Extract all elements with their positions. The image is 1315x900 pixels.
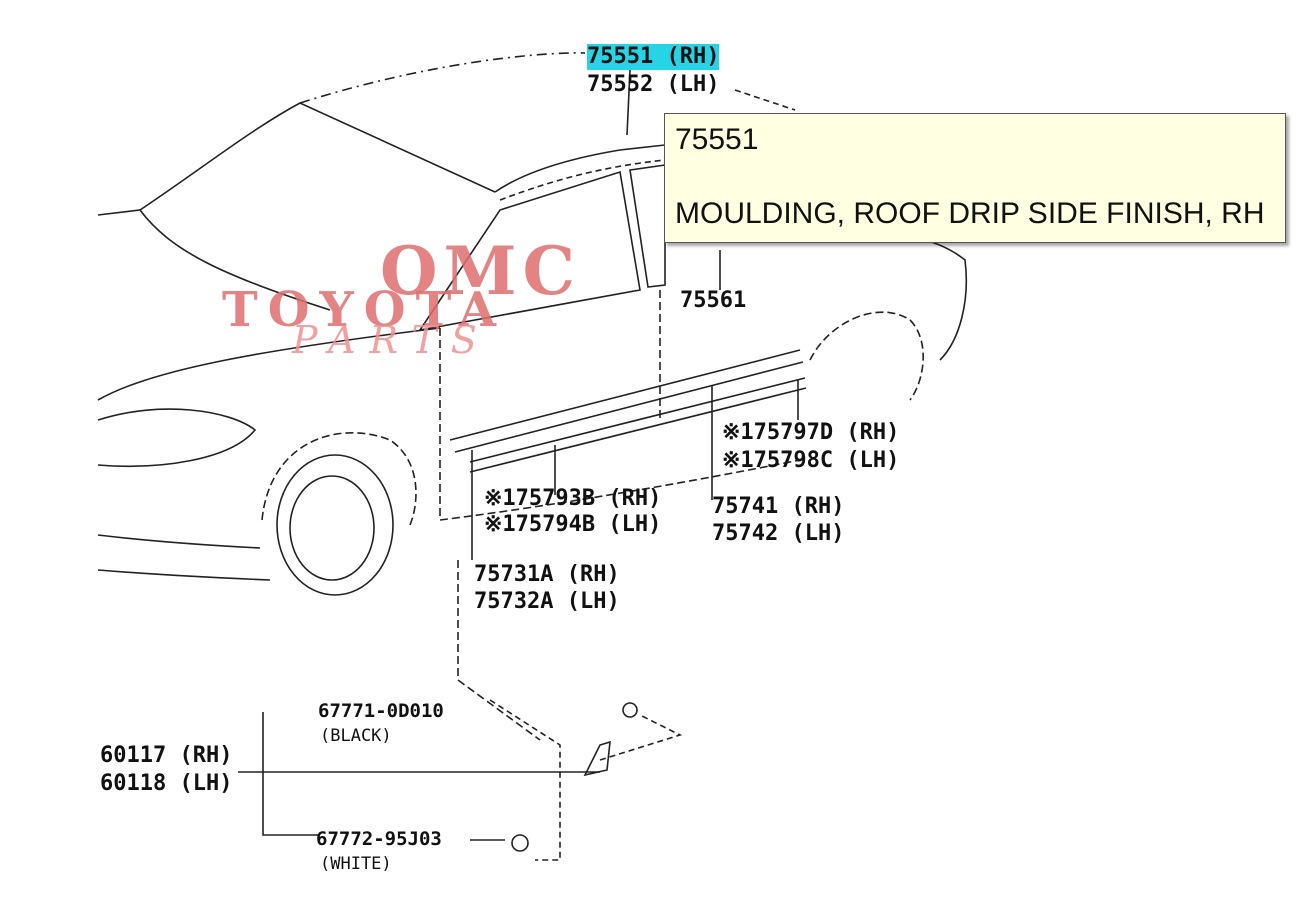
- clip-grommet: [511, 834, 529, 852]
- hood-front: [97, 327, 441, 401]
- hood-outline: [97, 209, 331, 311]
- part-tooltip: 75551 MOULDING, ROOF DRIP SIDE FINISH, R…: [664, 113, 1286, 243]
- windshield-outline: [139, 102, 496, 211]
- rear-window: [629, 164, 666, 288]
- callout-67772-color: (WHITE): [320, 854, 392, 874]
- callout-75552-lh[interactable]: 75552 (LH): [587, 72, 720, 97]
- callout-75561[interactable]: 75561: [680, 288, 747, 313]
- a-pillar: [494, 144, 666, 193]
- side-moulding-lower: [454, 361, 804, 453]
- leader-clip: [457, 560, 541, 741]
- bumper-lower: [97, 569, 271, 581]
- headlight: [97, 408, 257, 468]
- rear-body: [869, 235, 968, 361]
- callout-75742-lh[interactable]: 75742 (LH): [712, 521, 845, 546]
- callout-175797d-rh[interactable]: ※175797D (RH): [722, 420, 900, 445]
- tooltip-part-description: MOULDING, ROOF DRIP SIDE FINISH, RH: [675, 197, 1265, 230]
- roof-drip: [499, 159, 666, 201]
- rear-wheel-arch: [809, 311, 924, 401]
- rocker-moulding-upper: [469, 377, 806, 463]
- side-sill: [439, 459, 801, 521]
- callout-175794b-lh[interactable]: ※175794B (LH): [484, 512, 662, 537]
- front-wheel-inner: [289, 475, 375, 581]
- bumper: [97, 534, 261, 549]
- callout-60118-lh[interactable]: 60118 (LH): [100, 771, 233, 796]
- side-moulding-upper: [449, 349, 801, 441]
- callout-67771-color: (BLACK): [320, 726, 392, 746]
- clip-part: [583, 740, 611, 777]
- leader-75551: [626, 69, 631, 136]
- callout-60117-rh[interactable]: 60117 (RH): [100, 743, 233, 768]
- bracket-60117: [262, 712, 318, 836]
- callout-175793b-rh[interactable]: ※175793B (RH): [484, 486, 662, 511]
- callout-67772-95j03[interactable]: 67772-95J03: [316, 828, 442, 850]
- clip-screw: [622, 702, 638, 718]
- dashed-arrow: [599, 714, 683, 761]
- leader-75552: [734, 89, 796, 111]
- callout-75731a-rh[interactable]: 75731A (RH): [474, 562, 620, 587]
- tooltip-part-code: 75551: [675, 123, 759, 156]
- front-wheel-arch: [261, 432, 417, 526]
- watermark-omc: OMC: [380, 232, 582, 310]
- callout-67771-0d010[interactable]: 67771-0D010: [318, 700, 444, 722]
- callout-75551-rh[interactable]: 75551 (RH): [587, 44, 720, 70]
- callout-75741-rh[interactable]: 75741 (RH): [712, 494, 845, 519]
- watermark-toyota: TOYOTA: [222, 282, 506, 338]
- callout-175798c-lh[interactable]: ※175798C (LH): [722, 448, 900, 473]
- dashed-box: [489, 699, 561, 861]
- watermark-parts: PARTS: [292, 318, 491, 362]
- front-wheel: [276, 454, 394, 596]
- callout-75732a-lh[interactable]: 75732A (LH): [474, 589, 620, 614]
- roof-outline: [299, 52, 586, 104]
- rocker-moulding-lower: [469, 387, 807, 473]
- front-window: [418, 170, 641, 332]
